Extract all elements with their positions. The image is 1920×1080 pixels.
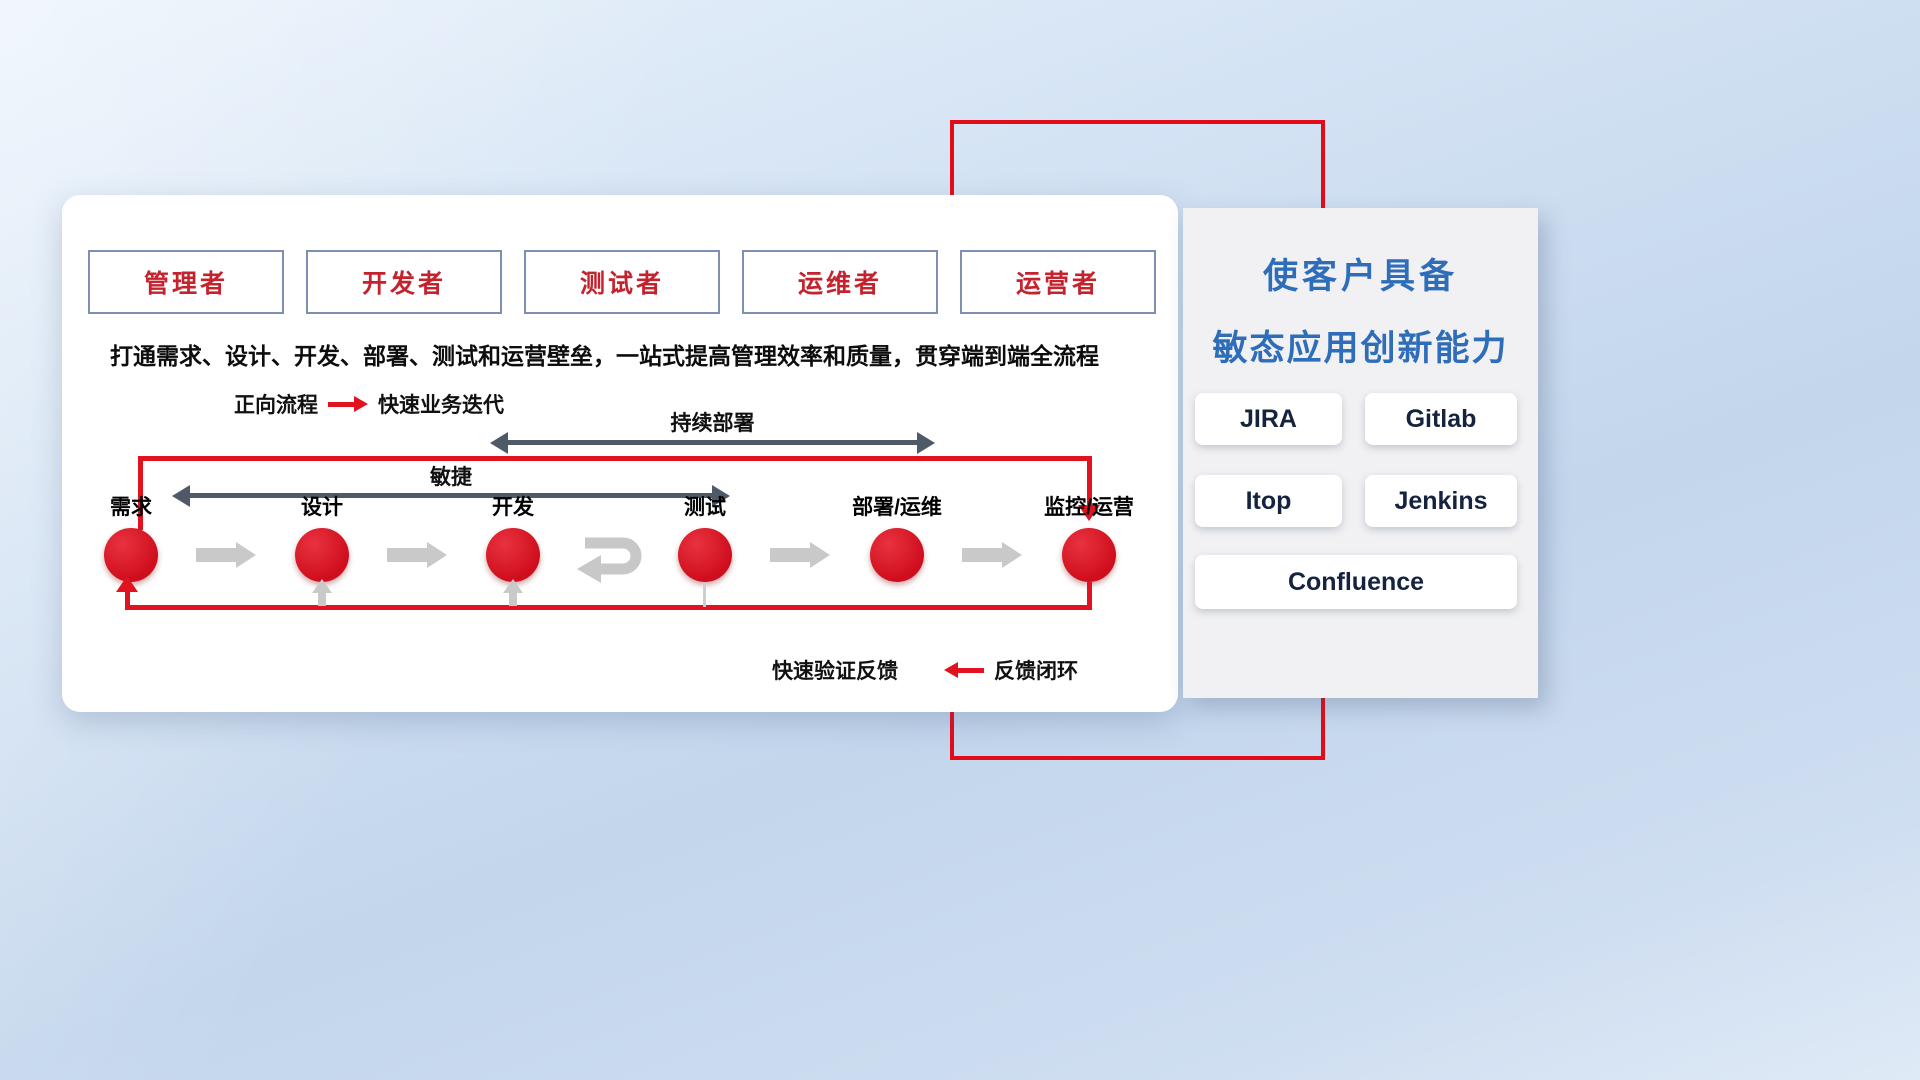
capability-panel: 使客户具备 敏态应用创新能力 JIRA Gitlab Itop Jenkins … [1183,208,1538,698]
stage-label-testing: 测试 [684,496,726,519]
tool-chip-jira: JIRA [1195,393,1342,445]
red-loop-top-line [138,456,1092,461]
roles-row: 管理者 开发者 测试者 运维者 运营者 [88,250,1156,314]
stage-label-development: 开发 [492,496,534,519]
continuous-deploy-arrow-icon [490,432,935,454]
feedback-legend-label: 反馈闭环 [994,660,1078,683]
feedback-arrow-icon [944,662,984,678]
stage-circle-monitor-operate [1062,528,1116,582]
red-feedback-up-arrowhead-icon [116,576,138,592]
stage-circle-deploy-ops [870,528,924,582]
role-box-ops: 运维者 [742,250,938,314]
card-subtitle: 打通需求、设计、开发、部署、测试和运营壁垒，一站式提高管理效率和质量，贯穿端到端… [110,343,1099,369]
forward-legend-label: 正向流程 [234,394,318,417]
role-box-operator: 运营者 [960,250,1156,314]
feedback-legend: 快速验证反馈 反馈闭环 [772,655,1078,685]
agile-label: 敏捷 [430,466,472,489]
red-loop-left-vertical [138,456,143,530]
red-feedback-bottom-line [125,605,1092,610]
stage-circle-design [295,528,349,582]
tool-chip-jenkins: Jenkins [1365,475,1517,527]
continuous-deploy-label: 持续部署 [670,412,755,435]
forward-legend: 正向流程 快速业务迭代 [234,389,504,419]
role-box-tester: 测试者 [524,250,720,314]
red-feedback-left-vertical [125,591,130,607]
agile-arrow-icon [172,485,730,507]
forward-legend-desc: 快速业务迭代 [378,394,504,417]
iteration-loop-icon [577,537,642,583]
flow-arrow-icon [770,542,830,568]
feedback-connector-line [703,583,706,607]
tool-chip-itop: Itop [1195,475,1342,527]
panel-title-line2: 敏态应用创新能力 [1212,329,1509,368]
panel-title-line1: 使客户具备 [1262,257,1458,296]
flow-arrow-icon [962,542,1022,568]
role-box-developer: 开发者 [306,250,502,314]
feedback-legend-desc: 快速验证反馈 [772,660,898,683]
stage-label-requirements: 需求 [110,496,152,519]
devops-flow-card: 管理者 开发者 测试者 运维者 运营者 打通需求、设计、开发、部署、测试和运营壁… [62,195,1178,712]
stage-label-design: 设计 [301,496,343,519]
flow-arrow-icon [196,542,256,568]
stage-label-monitor-operate: 监控/运营 [1044,496,1134,519]
stage-circle-development [486,528,540,582]
red-feedback-right-vertical [1087,582,1092,610]
red-loop-down-arrowhead-icon [1078,505,1100,521]
tool-chip-confluence: Confluence [1195,555,1517,609]
stage-circle-testing [678,528,732,582]
tool-chip-gitlab: Gitlab [1365,393,1517,445]
flow-arrow-icon [387,542,447,568]
forward-arrow-icon [328,396,368,412]
red-loop-right-vertical [1087,456,1092,506]
stage-label-deploy-ops: 部署/运维 [852,496,942,519]
stage-circle-requirements [104,528,158,582]
role-box-manager: 管理者 [88,250,284,314]
